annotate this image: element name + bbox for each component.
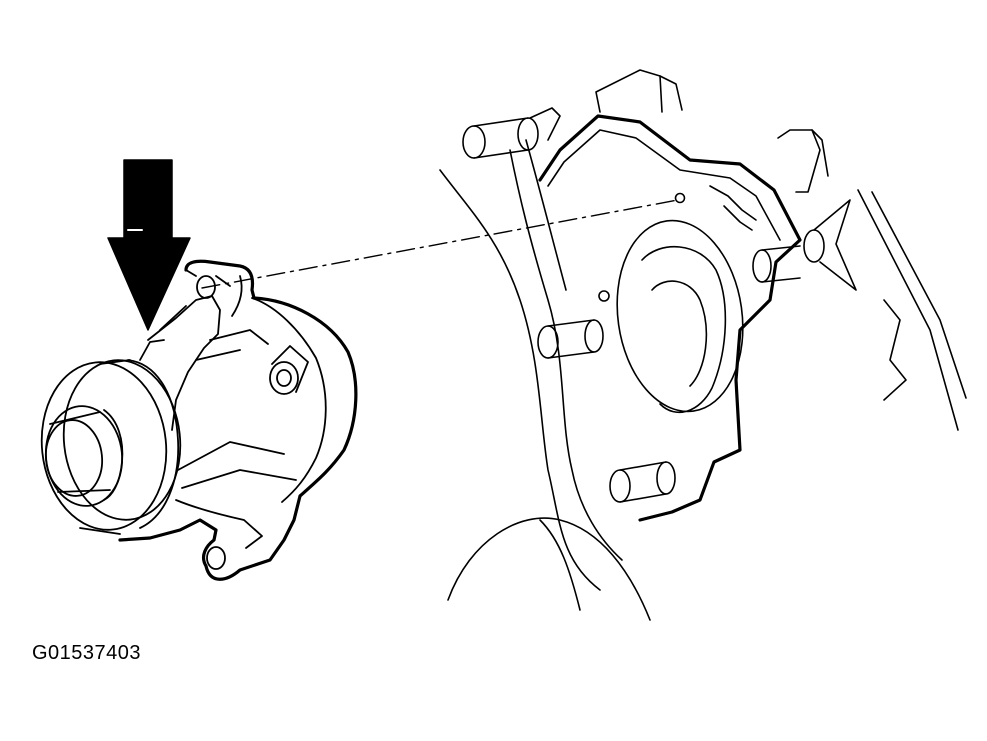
bolt-alignment-line [201,199,679,289]
cover-stud-lower [609,461,676,503]
water-pump-mounting-gasket-surface [538,114,802,522]
down-arrow-icon [107,159,191,331]
cover-stud-mid-left [537,319,604,359]
engine-front-cover [439,69,967,621]
water-pump [40,259,358,581]
cover-right-tab [777,129,821,193]
crank-pulley-outline [447,517,651,621]
pump-bolt-hole-lower [206,546,226,570]
pump-bore [616,219,744,413]
cover-stud-upper-left [462,107,561,159]
pump-bolt-boss-right [269,361,299,395]
cover-bolt-hole-2 [598,290,610,302]
cover-edge-right [857,189,959,431]
cover-body-left-edge [439,169,601,591]
cover-bolt-hole [674,192,686,204]
figure-code: G01537403 [32,642,142,664]
cover-stud-right [752,199,857,291]
cover-top-tab [595,69,663,113]
pump-flange-outline [118,259,358,581]
pump-pulley [40,361,168,531]
